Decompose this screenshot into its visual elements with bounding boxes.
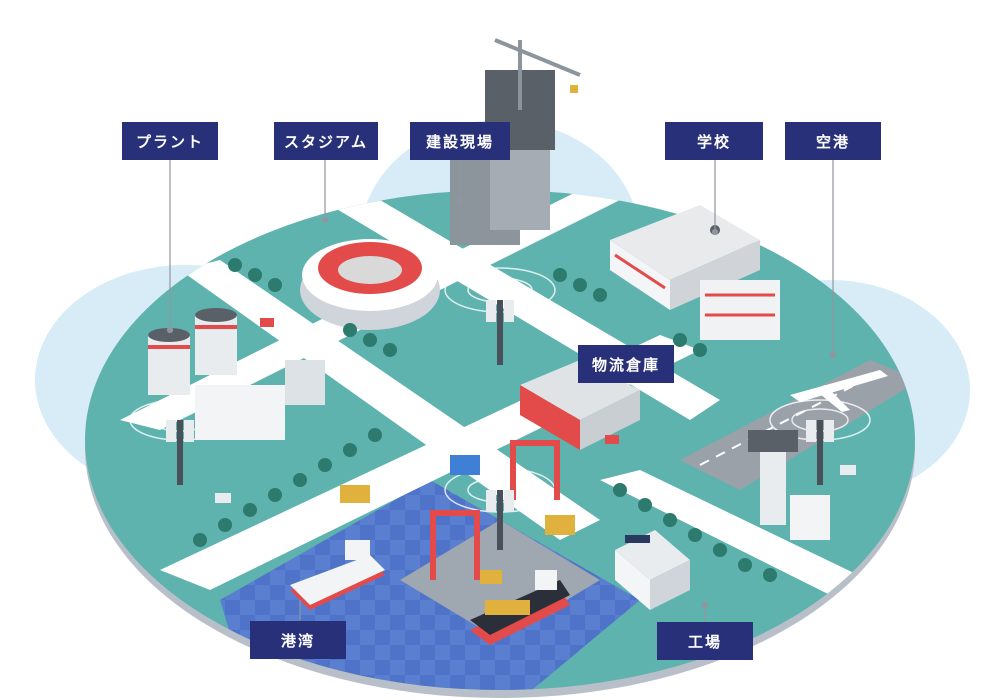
label-factory: 工場 (657, 622, 753, 660)
label-logistics: 物流倉庫 (578, 345, 674, 383)
stadium (300, 239, 440, 330)
airport-tower (748, 430, 830, 540)
trees (193, 258, 777, 582)
airplane (790, 370, 888, 412)
label-plant: プラント (122, 122, 218, 160)
harbour-cranes (430, 440, 575, 584)
label-leader-lines (166, 160, 837, 625)
label-construction: 建設現場 (410, 122, 510, 160)
label-stadium: スタジアム (274, 122, 378, 160)
label-school: 学校 (665, 122, 763, 160)
construction-site (450, 38, 581, 245)
antenna-towers (166, 300, 834, 550)
label-airport: 空港 (785, 122, 881, 160)
factory (615, 530, 690, 610)
vehicles (215, 318, 856, 503)
power-plant (148, 308, 325, 440)
airport-runway (680, 360, 915, 490)
label-port: 港湾 (250, 621, 346, 659)
school (610, 205, 780, 340)
cargo-ships (290, 540, 570, 645)
